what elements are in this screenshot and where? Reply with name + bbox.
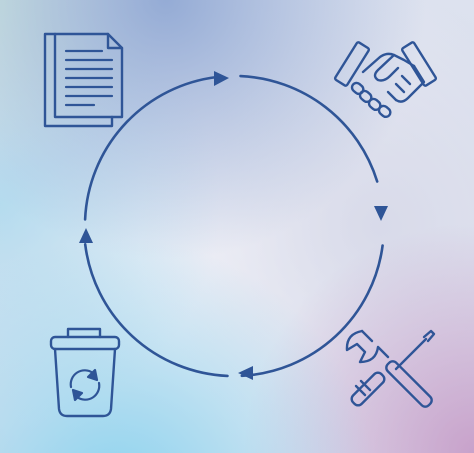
document-icon (43, 32, 124, 128)
wrench (345, 329, 433, 408)
handshake-thumb (373, 53, 400, 82)
cycle-arc-top-right (239, 74, 379, 183)
document-front-page (53, 32, 124, 119)
handshake-left-cuff (333, 41, 371, 87)
cycle-arc-bottom-left (83, 243, 229, 378)
document-back-page (43, 32, 114, 128)
cycle-arc-right-bottom (240, 244, 384, 378)
document-text-lines (64, 49, 114, 107)
bin-lid-handle (66, 327, 102, 339)
bin-lid (49, 335, 121, 351)
tools-icon (345, 329, 436, 408)
handshake-icon (333, 41, 438, 119)
arrow-head-top (214, 71, 229, 86)
document-folded-corner (106, 32, 124, 50)
handshake-knuckle-lines (386, 74, 412, 102)
recycle-bin-icon (49, 327, 121, 418)
arrow-head-left (79, 228, 93, 243)
recycle-arrows (69, 368, 101, 402)
handshake-lower-hand (394, 64, 426, 103)
bin-body (53, 347, 117, 418)
cycle-arc-left-top (83, 75, 219, 221)
arrow-head-right (374, 206, 388, 221)
arrow-head-bottom (238, 366, 253, 380)
screwdriver (350, 329, 436, 407)
handshake-fingers (350, 81, 392, 119)
handshake-right-cuff (400, 41, 438, 87)
